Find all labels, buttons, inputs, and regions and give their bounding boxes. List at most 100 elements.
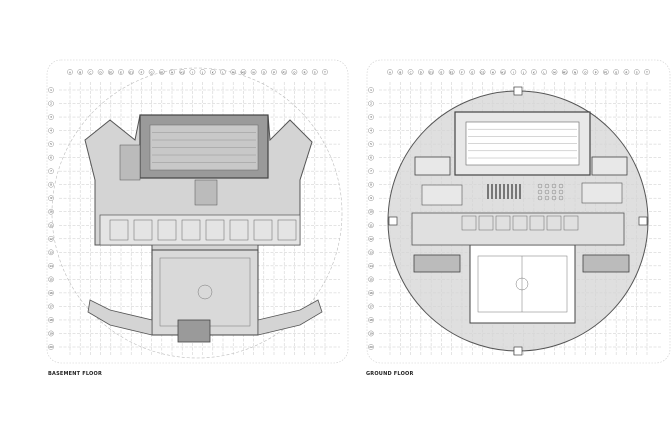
grid-bubble bbox=[368, 235, 374, 242]
grid-label-row: 17 bbox=[49, 304, 53, 308]
entrance-door bbox=[513, 86, 523, 96]
grid-bubble bbox=[240, 69, 247, 75]
grid-label-column: Q bbox=[293, 70, 296, 74]
room bbox=[512, 215, 528, 231]
ramp-west bbox=[87, 299, 153, 336]
grid-bubble bbox=[48, 195, 54, 202]
room bbox=[181, 219, 201, 241]
room bbox=[461, 215, 477, 231]
grid-label-row: 18 bbox=[49, 318, 53, 322]
room bbox=[277, 219, 297, 241]
grid-bubble bbox=[271, 69, 277, 75]
table-seat bbox=[551, 195, 557, 201]
locker-row bbox=[507, 184, 509, 199]
table-seat bbox=[551, 183, 557, 189]
grid-label-row: 20 bbox=[369, 345, 373, 349]
grid-bubble bbox=[368, 222, 374, 229]
grid-label-column: T bbox=[323, 70, 326, 74]
entrance-door bbox=[638, 216, 648, 226]
entrance-door bbox=[513, 346, 523, 356]
table-seat bbox=[544, 189, 550, 195]
grid-label-row: 12 bbox=[49, 237, 53, 241]
grid-bubble bbox=[291, 69, 298, 75]
grid-bubble bbox=[368, 100, 374, 107]
grid-label-column: K bbox=[212, 70, 214, 74]
court-center-circle bbox=[515, 277, 529, 291]
basement-floor-caption: BASEMENT FLOOR bbox=[48, 371, 102, 377]
grid-bubble bbox=[561, 69, 568, 75]
grid-bubble bbox=[48, 276, 54, 283]
entrance-block bbox=[177, 319, 211, 343]
grid-bubble bbox=[551, 69, 558, 75]
grid-label-column: H1 bbox=[501, 70, 505, 74]
grid-label-row: 9 bbox=[50, 196, 52, 200]
room bbox=[529, 215, 545, 231]
grid-label-row: 8 bbox=[50, 183, 52, 187]
grid-bubble bbox=[489, 69, 496, 75]
grid-bubble bbox=[179, 69, 185, 75]
ramp-east bbox=[257, 299, 323, 336]
grid-label-row: 5 bbox=[50, 142, 52, 146]
site-boundary bbox=[46, 59, 349, 364]
locker-row bbox=[491, 184, 493, 199]
grid-bubble bbox=[48, 154, 54, 161]
grid-bubble bbox=[510, 69, 517, 75]
grid-label-row: 3 bbox=[370, 115, 372, 119]
room bbox=[109, 219, 129, 241]
grid-label-column: J bbox=[522, 70, 524, 74]
grid-bubble bbox=[48, 317, 54, 323]
grid-label-row: 1 bbox=[370, 88, 372, 92]
grid-label-column: E1 bbox=[450, 70, 454, 74]
grid-label-column: P1 bbox=[282, 70, 286, 74]
grid-bubble bbox=[368, 344, 374, 350]
grid-label-column: L bbox=[222, 70, 224, 74]
room bbox=[478, 215, 494, 231]
grid-label-row: 15 bbox=[49, 277, 53, 281]
grid-bubble bbox=[368, 127, 374, 134]
grid-bubble bbox=[368, 114, 374, 120]
grid-label-column: N bbox=[574, 70, 576, 74]
grid-bubble bbox=[368, 317, 374, 323]
grid-bubble bbox=[368, 154, 374, 161]
grid-label-column: M1 bbox=[241, 70, 245, 74]
sports-court bbox=[469, 244, 576, 324]
grid-label-row: 8 bbox=[370, 183, 372, 187]
grid-bubble bbox=[48, 330, 54, 337]
grid-label-row: 16 bbox=[49, 291, 53, 295]
court-center-circle bbox=[197, 284, 213, 300]
grid-bubble bbox=[87, 69, 94, 75]
grid-label-column: H bbox=[171, 70, 173, 74]
room bbox=[546, 215, 562, 231]
grid-label-row: 12 bbox=[369, 237, 373, 241]
grid-bubble bbox=[633, 69, 640, 75]
grid-bubble bbox=[603, 69, 609, 75]
grid-label-row: 6 bbox=[50, 156, 52, 160]
grid-label-column: G1 bbox=[481, 70, 485, 74]
grid-bubble bbox=[428, 69, 434, 75]
grid-label-row: 16 bbox=[369, 291, 373, 295]
grid-label-row: 2 bbox=[50, 102, 52, 106]
grid-bubble bbox=[48, 235, 54, 242]
grid-bubble bbox=[368, 290, 374, 296]
grid-label-row: 3 bbox=[50, 115, 52, 119]
grid-label-row: 11 bbox=[369, 223, 373, 227]
grid-bubble bbox=[592, 69, 599, 75]
table-seat bbox=[544, 183, 550, 189]
locker-row bbox=[511, 184, 513, 199]
grid-bubble bbox=[322, 69, 328, 75]
grid-label-column: G bbox=[151, 70, 153, 74]
grid-label-column: E1 bbox=[129, 70, 133, 74]
grid-label-column: T bbox=[645, 70, 648, 74]
grid-bubble bbox=[541, 69, 548, 75]
locker-row bbox=[495, 184, 497, 199]
grid-bubble bbox=[368, 195, 374, 202]
grid-label-column: O bbox=[584, 70, 587, 74]
locker-row bbox=[487, 184, 489, 199]
grid-label-row: 4 bbox=[370, 129, 372, 133]
grid-bubble bbox=[67, 69, 73, 75]
grid-label-column: P bbox=[595, 70, 597, 74]
grid-label-column: C bbox=[89, 70, 91, 74]
grid-label-column: B bbox=[79, 70, 81, 74]
